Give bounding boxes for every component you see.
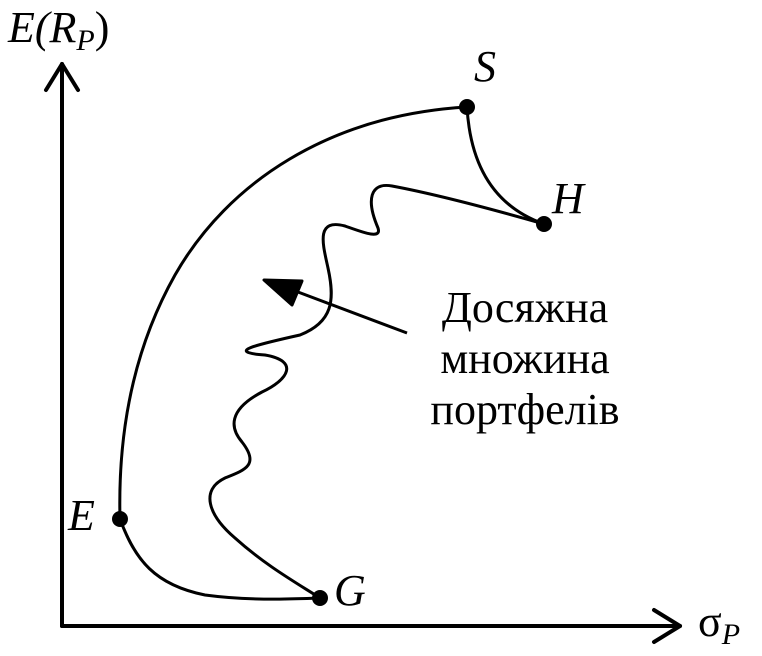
point-H-marker [536, 216, 552, 232]
curve-H-G-wavy [208, 183, 546, 600]
curve-E-G [118, 517, 322, 601]
point-E-marker [112, 511, 128, 527]
annotation-arrow [262, 278, 408, 335]
annotation-line-1: Досяжна [442, 283, 608, 332]
annotation-line-2: множина [440, 334, 609, 383]
y-axis-label: E(RP) [7, 3, 109, 57]
annotation-arrow-shaft [289, 287, 408, 335]
point-G-label: G [334, 566, 366, 615]
portfolio-points [112, 99, 552, 606]
annotation-text: Досяжна множина портфелів [430, 283, 619, 434]
point-S-label: S [474, 42, 496, 91]
y-axis-arrowhead [44, 62, 80, 92]
point-H-label: H [551, 174, 586, 223]
point-G-marker [312, 590, 328, 606]
x-axis-label: σP [698, 597, 740, 651]
axes [44, 62, 682, 644]
x-axis-arrowhead [652, 608, 682, 644]
annotation-line-3: портфелів [430, 385, 619, 434]
curve-E-S [118, 105, 469, 521]
point-S-marker [459, 99, 475, 115]
annotation-arrowhead [262, 278, 304, 307]
point-E-label: E [67, 491, 95, 540]
feasible-set-boundary [118, 105, 546, 601]
curve-S-H [465, 105, 546, 226]
